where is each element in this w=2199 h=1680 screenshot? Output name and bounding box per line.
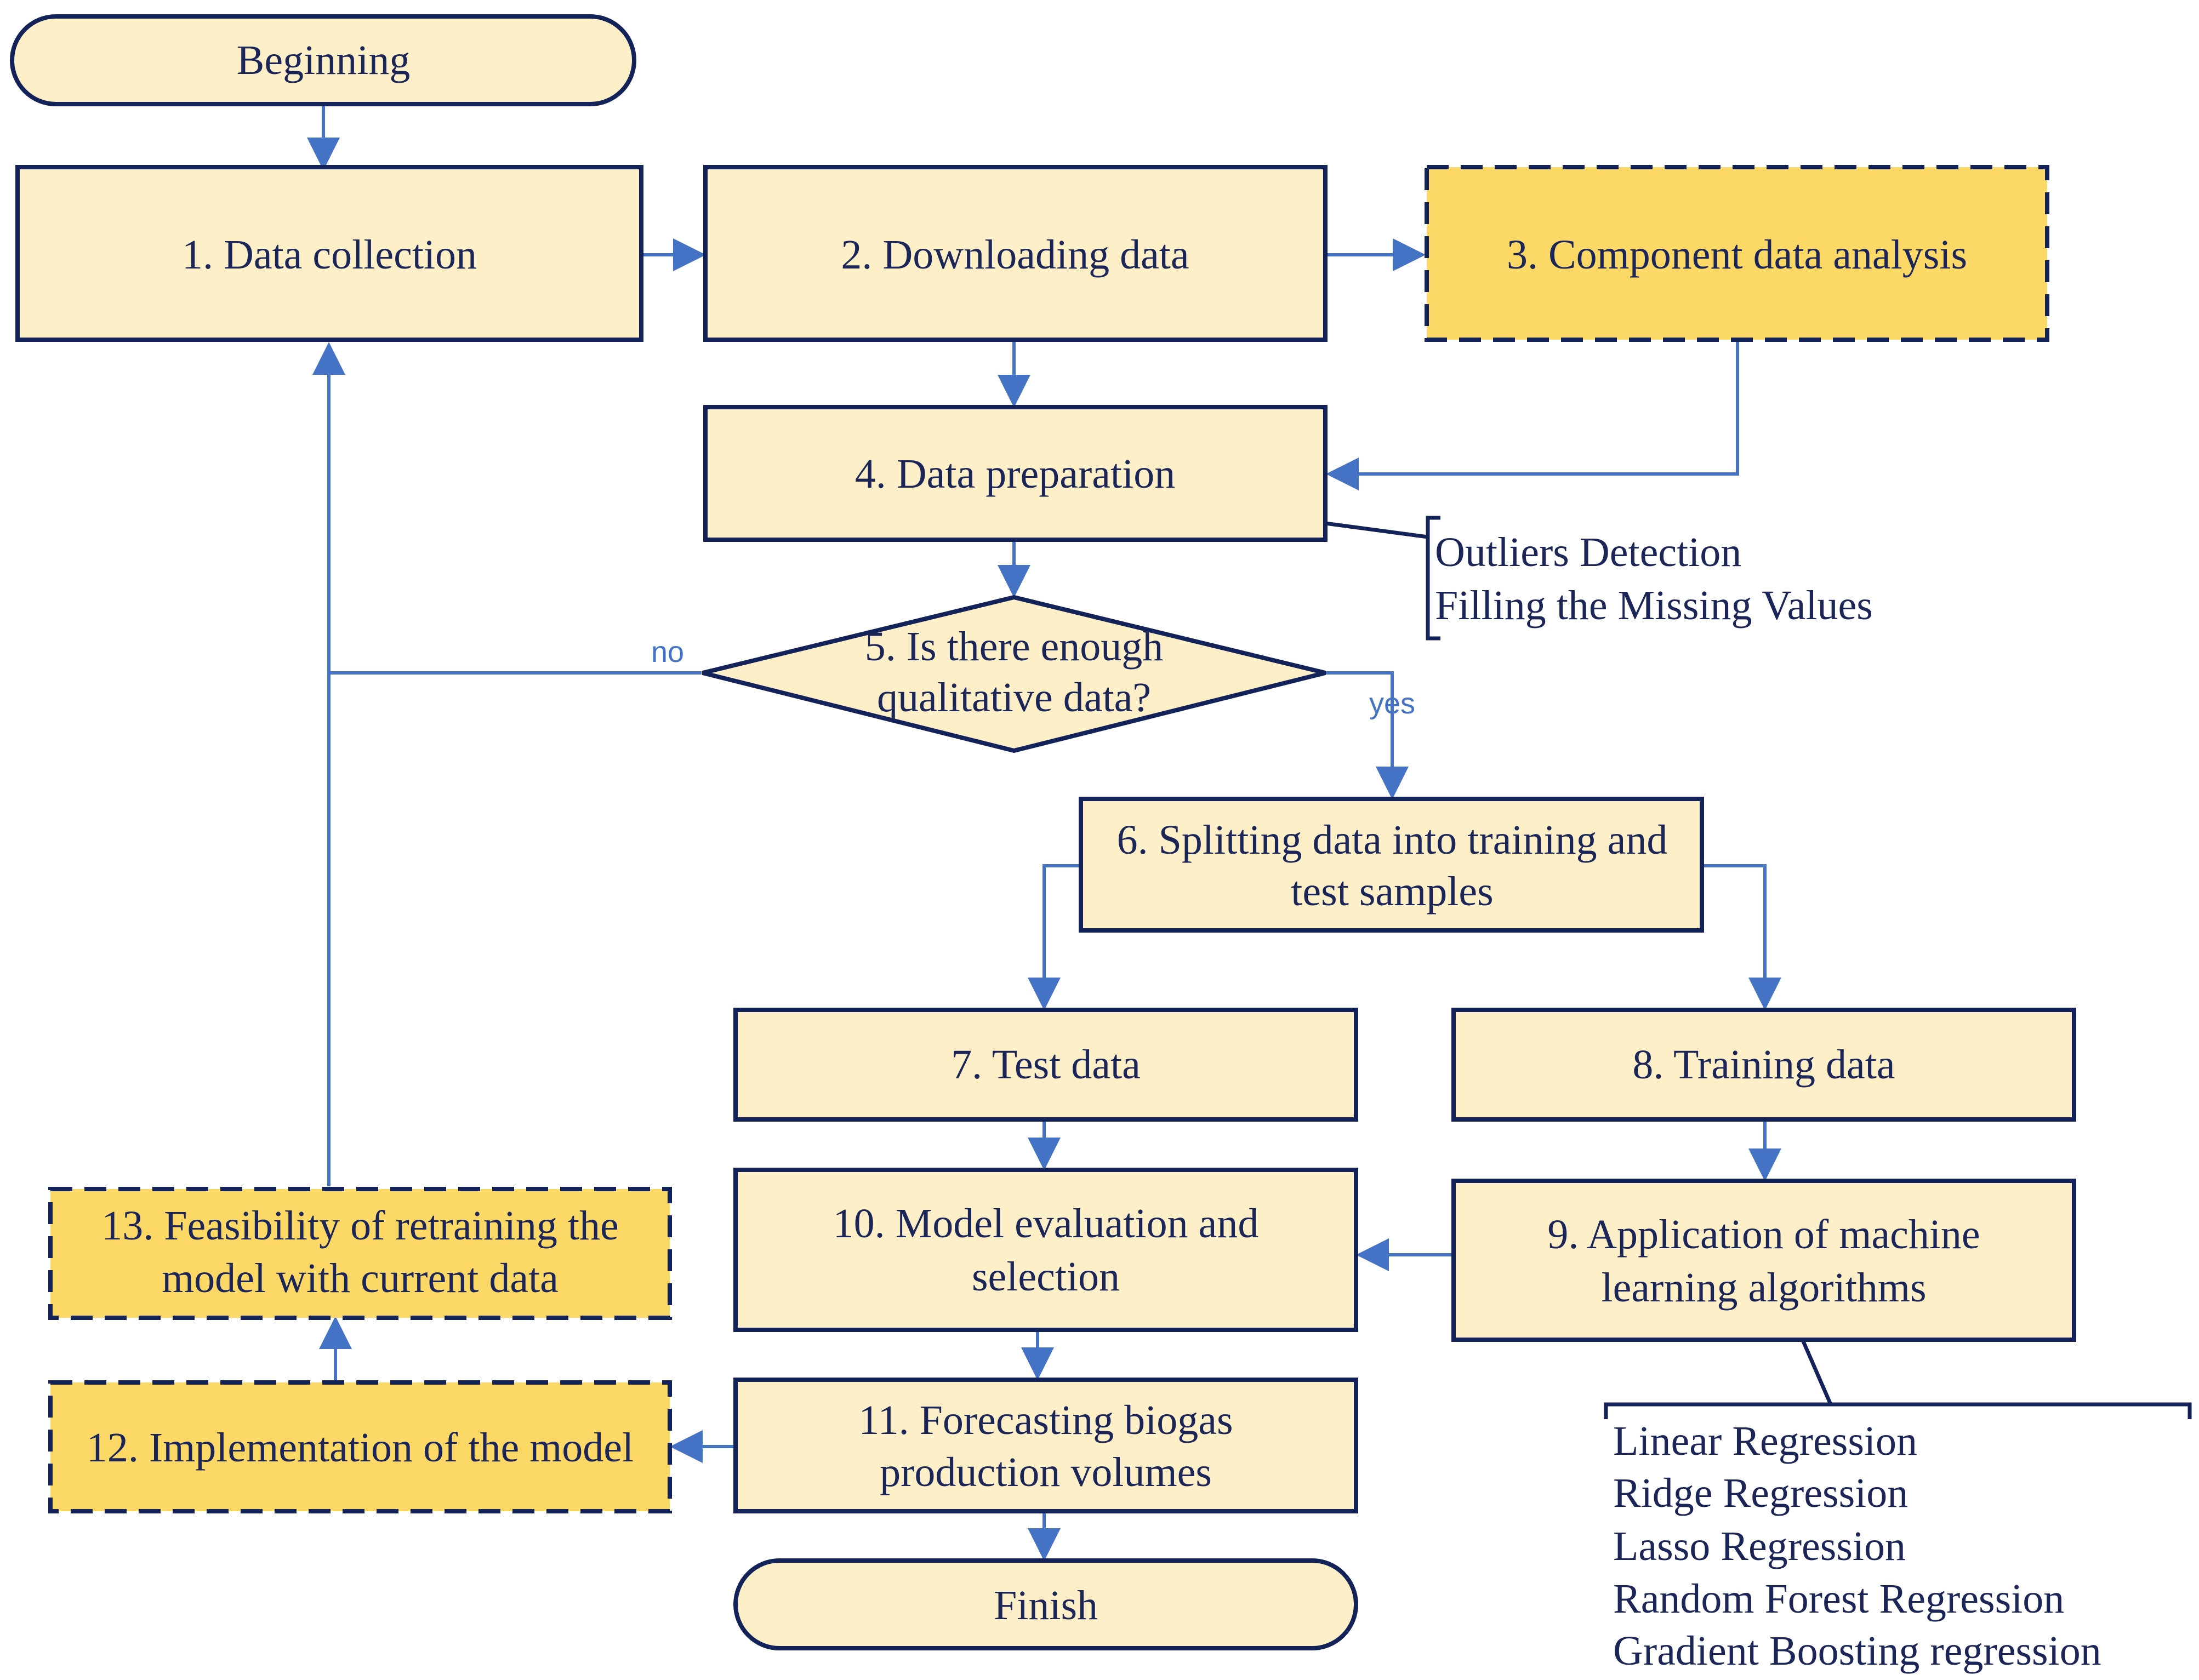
node-6-splitting-data: 6. Splitting data into training and test… xyxy=(1079,797,1704,933)
node-7-test-data: 7. Test data xyxy=(733,1008,1358,1122)
note-preparation-item-2: Filling the Missing Values xyxy=(1435,582,1873,628)
node-9-label-line1: 9. Application of machine xyxy=(1547,1212,1980,1258)
node-12-label: 12. Implementation of the model xyxy=(87,1425,634,1471)
node-13-label-line1: 13. Feasibility of retraining the xyxy=(101,1203,618,1249)
node-5-decision: 5. Is there enough qualitative data? xyxy=(702,595,1326,753)
edge-6-to-7 xyxy=(1028,864,1081,1010)
node-8-training-data: 8. Training data xyxy=(1451,1008,2076,1122)
note-algorithms-item-2: Ridge Regression xyxy=(1613,1470,1908,1516)
node-2-label: 2. Downloading data xyxy=(841,232,1189,278)
note-algorithms-item-5: Gradient Boosting regression xyxy=(1613,1628,2101,1674)
edge-5-yes-to-6 xyxy=(1325,671,1409,799)
node-6-label-line1: 6. Splitting data into training and xyxy=(1117,817,1668,863)
node-11-label-line1: 11. Forecasting biogas xyxy=(858,1397,1233,1443)
node-12-implementation: 12. Implementation of the model xyxy=(48,1380,672,1513)
node-13-label-line2: model with current data xyxy=(162,1255,559,1301)
node-3-label: 3. Component data analysis xyxy=(1507,232,1967,278)
edge-3-to-4 xyxy=(1326,340,1739,490)
node-1-label: 1. Data collection xyxy=(182,232,477,278)
node-1-data-collection: 1. Data collection xyxy=(15,165,643,342)
note-algorithms-item-3: Lasso Regression xyxy=(1613,1523,1906,1569)
note-preparation-connector xyxy=(1325,521,1428,539)
node-finish-label: Finish xyxy=(994,1582,1098,1628)
node-3-component-data-analysis: 3. Component data analysis xyxy=(1425,165,2049,342)
node-6-label-line2: test samples xyxy=(1291,868,1493,915)
node-9-ml-algorithms: 9. Application of machine learning algor… xyxy=(1451,1179,2076,1342)
node-10-label-line2: selection xyxy=(972,1254,1120,1300)
node-5-label-line2: qualitative data? xyxy=(877,675,1151,721)
node-11-forecasting: 11. Forecasting biogas production volume… xyxy=(733,1378,1358,1513)
node-4-label: 4. Data preparation xyxy=(855,451,1176,497)
note-preparation-item-1: Outliers Detection xyxy=(1435,529,1741,575)
node-10-label-line1: 10. Model evaluation and xyxy=(833,1201,1259,1247)
note-algorithms-connector xyxy=(1801,1340,1833,1405)
note-algorithms-item-4: Random Forest Regression xyxy=(1613,1576,2064,1622)
note-preparation-bracket xyxy=(1426,516,1440,641)
node-10-model-evaluation: 10. Model evaluation and selection xyxy=(733,1168,1358,1332)
node-7-label: 7. Test data xyxy=(951,1042,1141,1088)
edge-5-no-to-1 xyxy=(312,342,702,675)
node-beginning: Beginning xyxy=(10,14,636,106)
node-9-label-line2: learning algorithms xyxy=(1601,1265,1926,1311)
note-algorithms-item-1: Linear Regression xyxy=(1613,1418,1917,1464)
edge-label-no: no xyxy=(651,636,684,668)
node-beginning-label: Beginning xyxy=(237,37,411,83)
node-11-label-line2: production volumes xyxy=(880,1449,1212,1495)
node-2-downloading-data: 2. Downloading data xyxy=(703,165,1328,342)
node-13-feasibility: 13. Feasibility of retraining the model … xyxy=(48,1187,672,1320)
note-algorithms-bracket xyxy=(1604,1402,2192,1419)
node-5-label-line1: 5. Is there enough xyxy=(865,624,1164,670)
no-label-bg xyxy=(646,636,690,668)
edge-6-to-8 xyxy=(1702,864,1781,1010)
edge-labels: no yes xyxy=(646,636,1415,720)
node-finish: Finish xyxy=(733,1558,1358,1650)
edge-label-yes: yes xyxy=(1369,687,1415,720)
node-8-label: 8. Training data xyxy=(1632,1042,1895,1088)
node-4-data-preparation: 4. Data preparation xyxy=(703,405,1328,542)
edges xyxy=(307,105,1781,1561)
note-algorithms: Linear Regression Ridge Regression Lasso… xyxy=(1604,1340,2192,1674)
note-preparation: Outliers Detection Filling the Missing V… xyxy=(1325,516,1873,641)
